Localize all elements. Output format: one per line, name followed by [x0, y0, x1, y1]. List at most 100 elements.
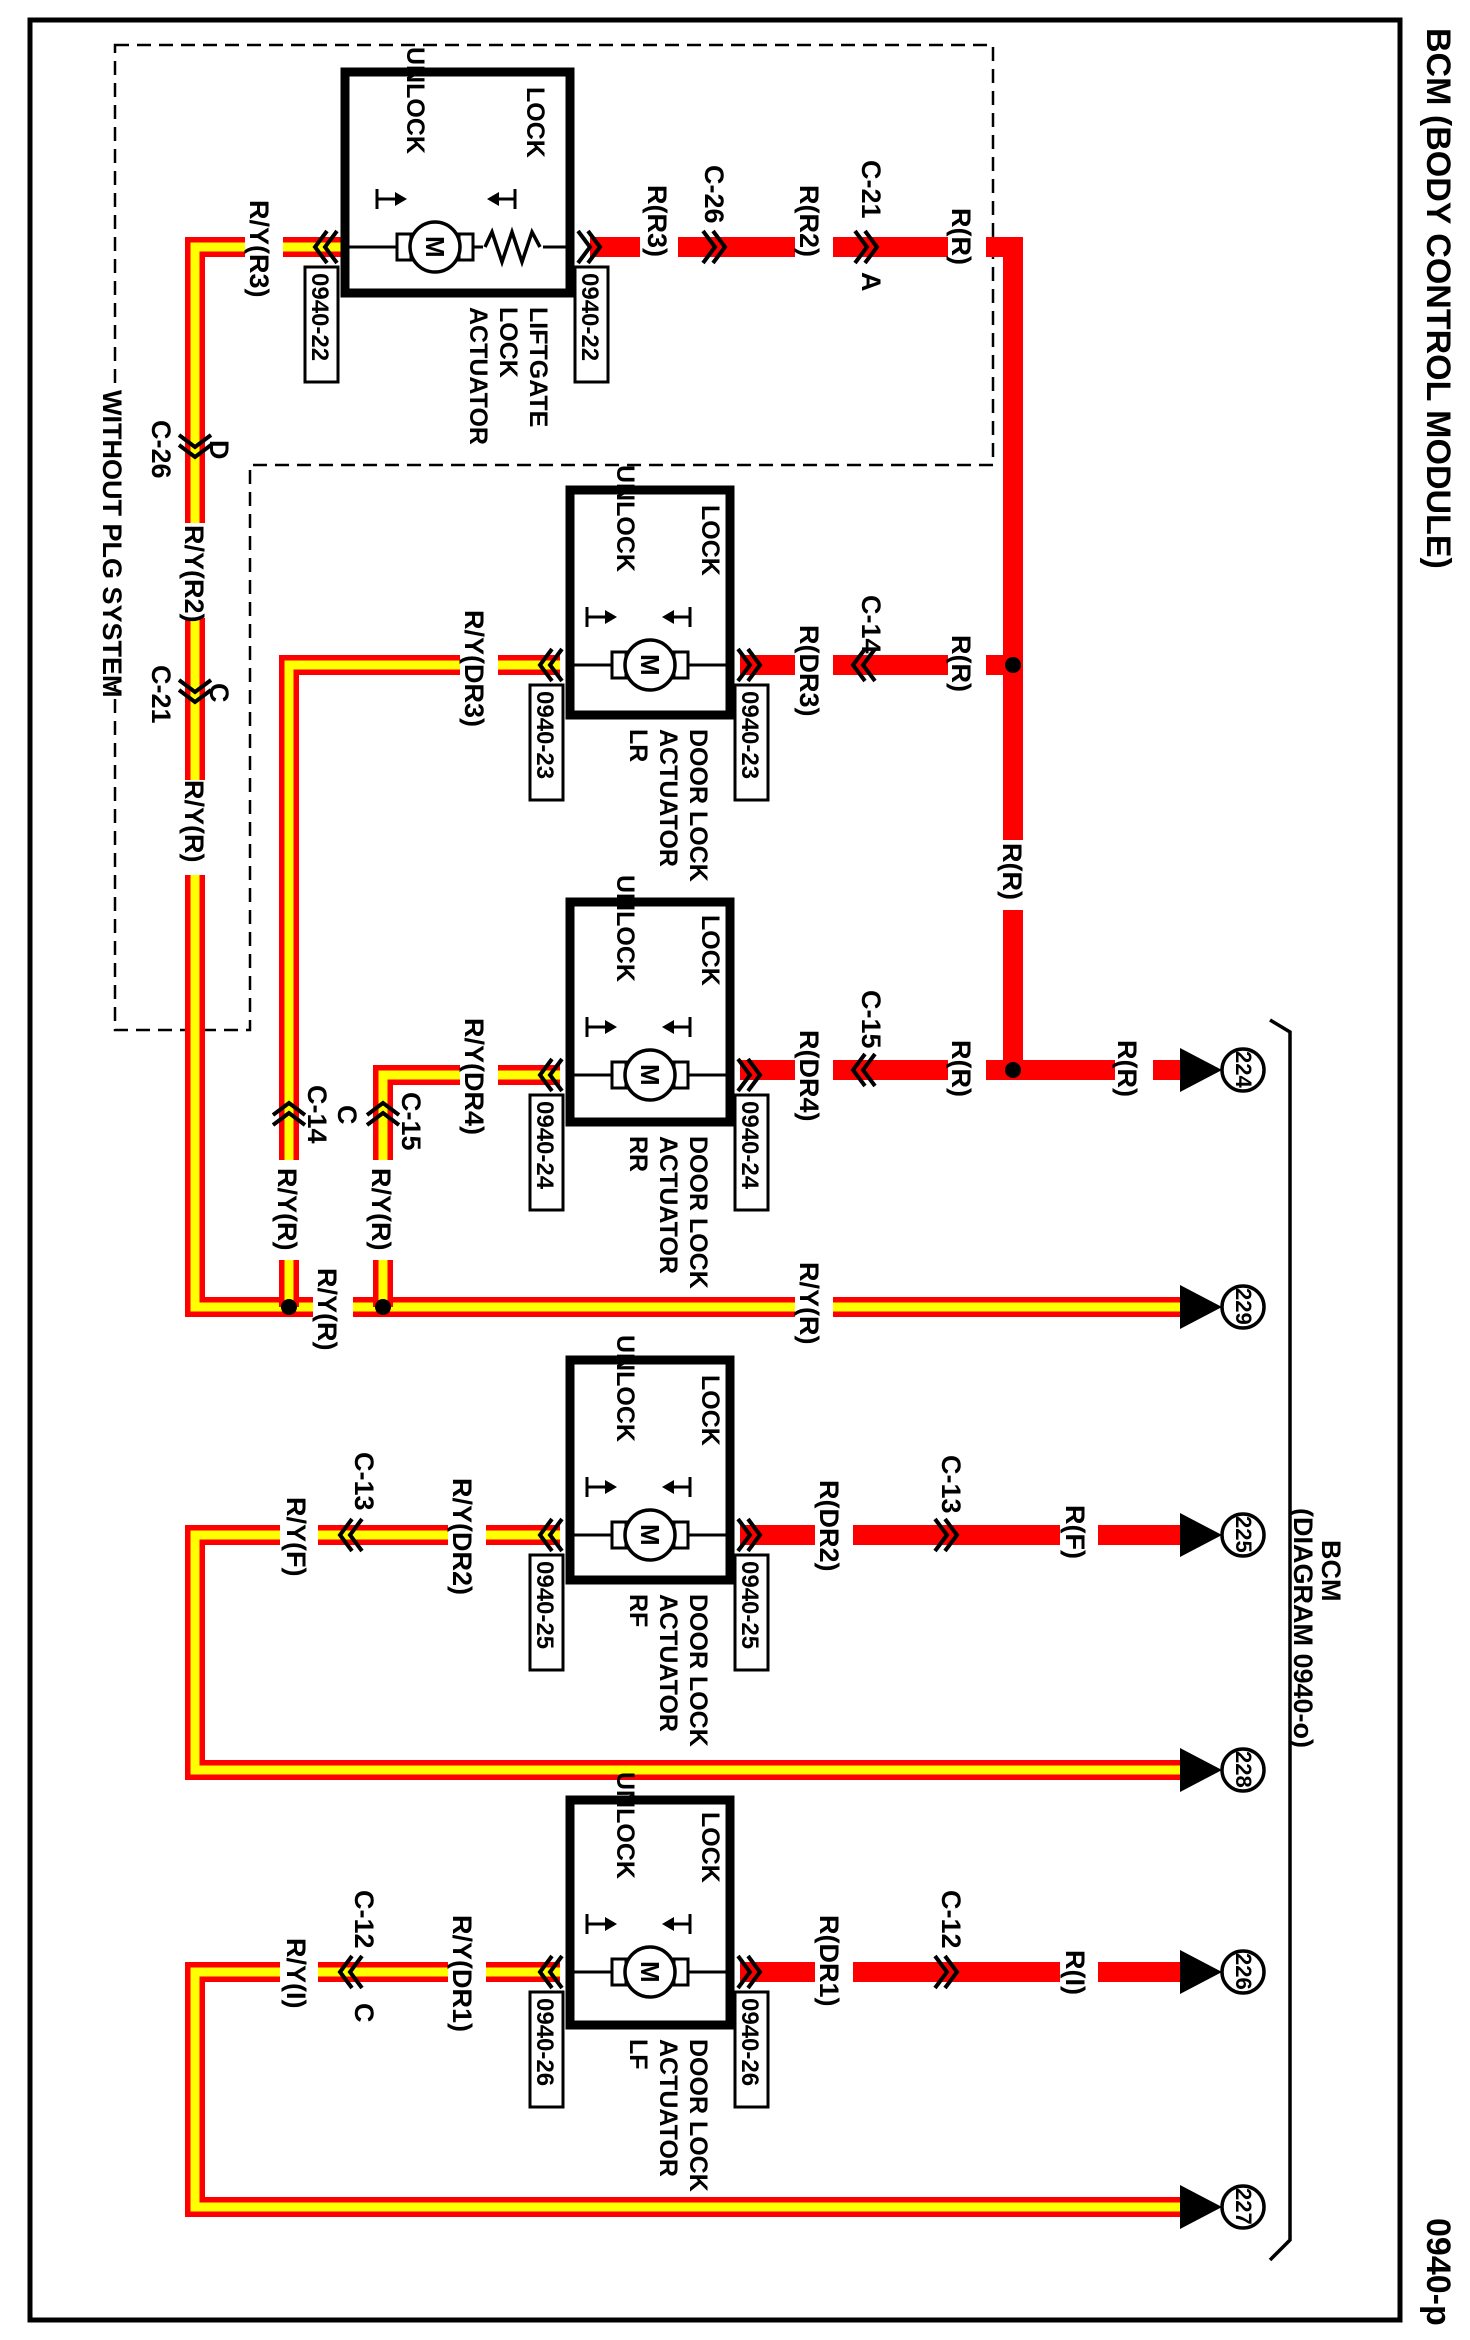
actuator-name: DOOR LOCK: [684, 2039, 712, 2192]
bcm-pin: 224: [1180, 1047, 1266, 1093]
lock-arrow-icon: [662, 1480, 674, 1494]
unlock-label: UNLOCK: [611, 875, 639, 982]
wire-labels: R(R) R(R2) R(R3) R/Y(R3) R/Y(R2) R/Y(R) …: [146, 160, 1142, 2032]
motor-label: M: [635, 1961, 665, 1983]
pin-number: 226: [1231, 1953, 1256, 1990]
pin-arrow-icon: [1180, 1285, 1222, 1329]
diagram-ref-label: 0940-23: [736, 691, 763, 779]
connector-label: C-26: [146, 420, 176, 479]
unlock-label: UNLOCK: [611, 1335, 639, 1442]
junction-dot: [1005, 1062, 1021, 1078]
pin-number: 229: [1231, 1288, 1256, 1325]
lock-arrow-icon: [487, 192, 499, 206]
motor-label: M: [635, 1064, 665, 1086]
diagram-ref-label: 0940-22: [576, 273, 603, 361]
motor-label: M: [635, 1524, 665, 1546]
lock-label: LOCK: [696, 505, 724, 576]
diagram-ref[interactable]: 0940-26: [733, 1990, 770, 2109]
unlock-arrow-icon: [605, 1480, 617, 1494]
connector-label: C: [332, 1105, 362, 1125]
unlock-arrow-icon: [395, 192, 407, 206]
actuator-name: LF: [624, 2039, 652, 2070]
lock-label: LOCK: [696, 915, 724, 986]
bcm-pin: 229: [1180, 1284, 1266, 1330]
pin-number: 224: [1231, 1051, 1256, 1088]
lock-arrow-icon: [662, 1917, 674, 1931]
wire-label: R/Y(R): [272, 1168, 302, 1251]
wire-label: R/Y(DR4): [459, 1018, 489, 1135]
lock-label: LOCK: [696, 1812, 724, 1883]
diagram-ref[interactable]: 0940-26: [528, 1990, 565, 2109]
diagram-ref[interactable]: 0940-25: [733, 1553, 770, 1672]
diagram-ref[interactable]: 0940-24: [528, 1093, 565, 1212]
diagram-ref[interactable]: 0940-23: [528, 683, 565, 802]
bcm-pin: 225: [1180, 1512, 1266, 1558]
diagram-ref-label: 0940-24: [531, 1101, 558, 1190]
pin-arrow-icon: [1180, 1513, 1222, 1557]
lock-label: LOCK: [696, 1375, 724, 1446]
bcm-pin: 228: [1180, 1747, 1266, 1793]
wire-label: R(R): [946, 208, 976, 265]
connector-label: C-21: [146, 665, 176, 724]
junction-dot: [281, 1299, 297, 1315]
unlock-label: UNLOCK: [611, 465, 639, 572]
diagram-ref[interactable]: 0940-22: [573, 265, 610, 384]
page-title: BCM (BODY CONTROL MODULE): [1419, 28, 1457, 569]
pin-circle: [1220, 2184, 1266, 2230]
diagram-ref[interactable]: 0940-24: [733, 1093, 770, 1212]
diagram-ref[interactable]: 0940-23: [733, 683, 770, 802]
unlock-label: UNLOCK: [401, 47, 429, 154]
bcm-name: BCM: [1316, 1540, 1346, 1602]
bcm-pin: 226: [1180, 1949, 1266, 1995]
wire-label: R(DR2): [814, 1480, 844, 1572]
wire-label: R/Y(DR2): [447, 1478, 477, 1595]
connector-label: C-13: [349, 1452, 379, 1511]
wire-label: R(DR3): [794, 625, 824, 717]
actuator-name: ACTUATOR: [654, 1136, 682, 1274]
actuator-name: ACTUATOR: [654, 2039, 682, 2177]
unlock-arrow-icon: [605, 610, 617, 624]
pin-arrow-icon: [1180, 2185, 1222, 2229]
bcm-pin: 227: [1180, 2184, 1266, 2230]
diagram-ref[interactable]: 0940-25: [528, 1553, 565, 1672]
wire-label: R/Y(DR1): [447, 1915, 477, 2032]
diagram-ref-label: 0940-24: [736, 1101, 763, 1190]
motor-label: M: [635, 654, 665, 676]
connector-label: D: [204, 440, 234, 460]
connector-label: C-12: [349, 1890, 379, 1949]
wire-label: R/Y(F): [281, 1497, 311, 1576]
wire-label: R(DR1): [814, 1915, 844, 2007]
diagram-ref-label: 0940-25: [736, 1561, 763, 1649]
actuator-name: ACTUATOR: [464, 307, 492, 445]
wire-label: R(R2): [794, 185, 824, 257]
wire-label: R/Y(R3): [244, 200, 274, 298]
diagram-ref[interactable]: 0940-22: [303, 265, 340, 384]
diagram-ref-label: 0940-25: [531, 1561, 558, 1649]
resistor-icon: [483, 226, 542, 268]
wire-label: R/Y(DR3): [459, 610, 489, 727]
junction-dot: [375, 1299, 391, 1315]
actuator-name: DOOR LOCK: [684, 729, 712, 882]
actuator-name: DOOR LOCK: [684, 1136, 712, 1289]
pin-circle: [1220, 1284, 1266, 1330]
page-id: 0940-p: [1419, 2218, 1457, 2326]
bcm-pins: 224 229 225 228 226 227: [1180, 1047, 1266, 2230]
connector-label: C-12: [936, 1890, 966, 1949]
actuator-name: ACTUATOR: [654, 1594, 682, 1732]
actuator-name: RF: [624, 1594, 652, 1627]
bcm-bracket: [1268, 1018, 1292, 2262]
unlock-arrow-icon: [605, 1020, 617, 1034]
connector-label: C-15: [856, 990, 886, 1049]
pin-number: 228: [1231, 1751, 1256, 1788]
unlock-arrow-icon: [605, 1917, 617, 1931]
actuator-name: RR: [624, 1136, 652, 1172]
connector-label: C-13: [936, 1455, 966, 1514]
wire-label: R(R): [997, 843, 1027, 900]
connector-label: C-14: [302, 1085, 332, 1144]
actuator-name: LIFTGATE: [524, 307, 552, 427]
bcm-ref: (DIAGRAM 0940-o): [1288, 1508, 1318, 1748]
